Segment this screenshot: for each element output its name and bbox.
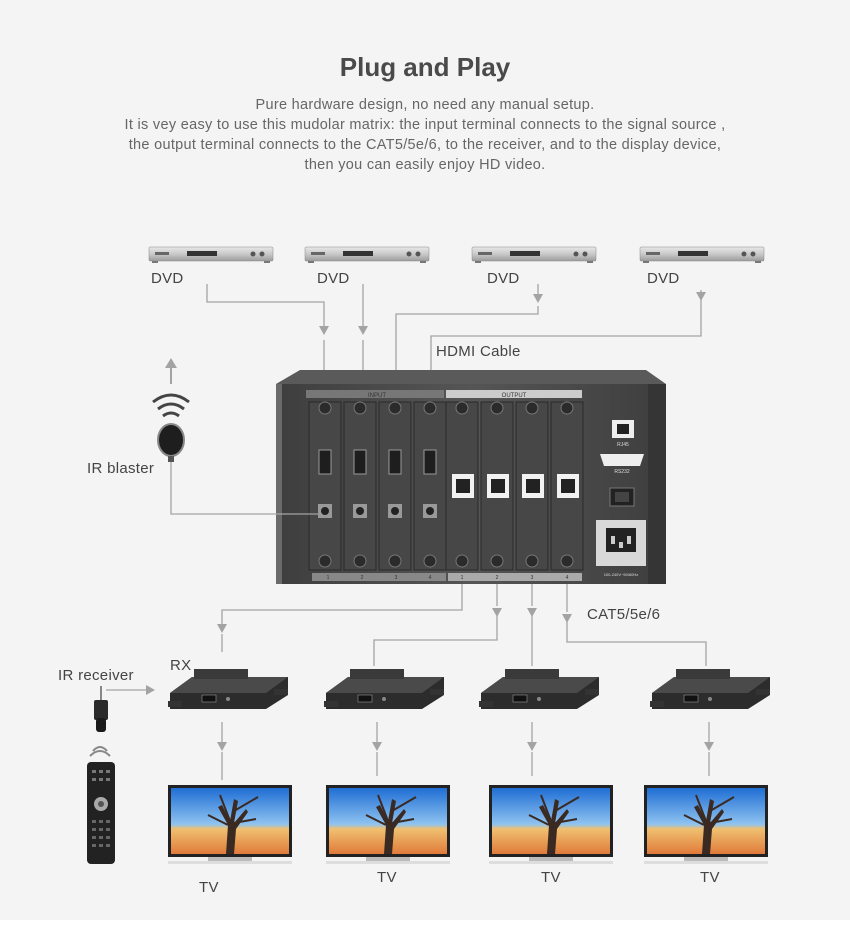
hdmi-cable-label: HDMI Cable — [436, 343, 521, 360]
output-label: OUTPUT — [502, 393, 527, 399]
input-cards — [308, 401, 447, 571]
description-line-3: the output terminal connects to the CAT5… — [128, 137, 722, 153]
ir-receiver-arrow — [106, 685, 155, 695]
rx-receiver-3 — [478, 668, 600, 710]
tv-label-2: TV — [377, 869, 397, 886]
rx-receiver-2 — [323, 668, 445, 710]
hdmi-output-lines — [221, 722, 710, 780]
port-number: 3 — [531, 575, 534, 581]
remote-control — [87, 746, 115, 864]
rx-receiver-1 — [167, 668, 289, 710]
output-cards — [445, 401, 584, 571]
footer-band — [0, 920, 850, 948]
dvd-player-1 — [148, 246, 274, 264]
rs232-label: RS232 — [614, 469, 630, 475]
dvd-label-1: DVD — [151, 270, 184, 287]
tv-label-4: TV — [700, 869, 720, 886]
ir-receiver-label: IR receiver — [58, 667, 134, 684]
rj45-label: RJ45 — [617, 442, 629, 448]
port-number: 1 — [461, 575, 464, 581]
cat-cables — [221, 584, 707, 666]
dvd-label-3: DVD — [487, 270, 520, 287]
port-number: 4 — [566, 575, 569, 581]
tv-label-3: TV — [541, 869, 561, 886]
tv-display-1 — [167, 784, 293, 865]
tv-label-1: TV — [199, 879, 219, 896]
dvd-player-3 — [471, 246, 597, 264]
control-section — [596, 420, 646, 566]
port-number: 4 — [429, 575, 432, 581]
dvd-label-2: DVD — [317, 270, 350, 287]
description-line-4: then you can easily enjoy HD video. — [304, 157, 546, 173]
rx-receiver-4 — [649, 668, 771, 710]
input-label: INPUT — [368, 393, 386, 399]
ir-blaster — [152, 358, 318, 515]
port-number: 3 — [395, 575, 398, 581]
ir-receiver — [94, 686, 108, 732]
dvd-player-2 — [304, 246, 430, 264]
description-line-1: Pure hardware design, no need any manual… — [255, 97, 595, 113]
ir-blaster-label: IR blaster — [87, 460, 155, 477]
tv-display-4 — [643, 784, 769, 865]
port-number: 2 — [496, 575, 499, 581]
panel-screws — [318, 401, 574, 568]
cat-cable-label: CAT5/5e/6 — [587, 606, 661, 623]
dvd-label-4: DVD — [647, 270, 680, 287]
rx-label: RX — [170, 657, 192, 674]
tv-display-3 — [488, 784, 614, 865]
power-rating: 100-240V~50/60Hz — [604, 572, 639, 577]
page-title: Plug and Play — [339, 52, 511, 82]
dvd-player-4 — [639, 246, 765, 264]
port-number: 1 — [327, 575, 330, 581]
description-line-2: It is vey easy to use this mudolar matri… — [124, 117, 726, 133]
tv-display-2 — [325, 784, 451, 865]
port-number: 2 — [361, 575, 364, 581]
